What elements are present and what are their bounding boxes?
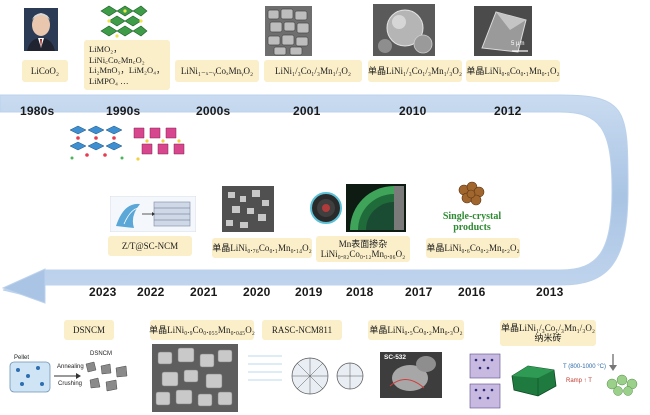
sc532-sem-image bbox=[380, 352, 442, 398]
dsncm-image-label: DSNCM bbox=[90, 351, 112, 357]
mn-doped-cross-section-image bbox=[308, 186, 344, 230]
materials-1990s-box: LiMO₂， LiNi꜀Co꜀Mn꜀O₂ Li₂MnO₃，LiM₂O₄， LiM… bbox=[84, 40, 170, 90]
sc-ncm76-sem-image bbox=[222, 186, 274, 232]
annealing-label: Annealing bbox=[57, 364, 84, 370]
zt-sc-ncm-label: Z/T@SC-NCM bbox=[121, 240, 179, 251]
nanobrick-line: 纳米砖 bbox=[534, 333, 562, 343]
down-arrow-icon bbox=[603, 352, 623, 372]
year-1990s: 1990s bbox=[106, 104, 141, 118]
coating-diagram-image bbox=[110, 196, 196, 232]
year-2001: 2001 bbox=[293, 104, 321, 118]
sc-ncm622-label: 单晶LiNi₀.₆Co₀.₂Mn₀.₂O₂ bbox=[426, 242, 520, 253]
sc-ncm811-sem-image bbox=[474, 6, 532, 56]
rasc-label: RASC-NCM811 bbox=[271, 324, 333, 335]
sc532-label: SC-532 bbox=[384, 354, 407, 361]
year-2019: 2019 bbox=[295, 285, 323, 299]
sc-ncm76-box: 单晶LiNi₀.₇₆Co₀.₁Mn₀.₁₄O₂ bbox=[212, 238, 312, 258]
mn-doped-map-image bbox=[346, 184, 406, 232]
nanoparticles-image bbox=[604, 372, 640, 398]
single-crystal-line: Single-crystal bbox=[442, 211, 502, 222]
ncm111-label: LiNi₁/₃Co₁/₃Mn₁/₃O₂ bbox=[275, 65, 351, 76]
year-2022: 2022 bbox=[137, 285, 165, 299]
rasc-box: RASC-NCM811 bbox=[262, 320, 342, 340]
year-2000s: 2000s bbox=[196, 104, 231, 118]
year-1980s: 1980s bbox=[20, 104, 55, 118]
sc-ncm111-sem-image bbox=[373, 4, 435, 56]
nanobrick-line: 单晶LiNi₁/₃Co₁/₃Mn₁/₃O₂ bbox=[501, 323, 595, 333]
sc-ncm90-box: 单晶LiNi₀.₉Co₀.₀₅₅Mn₀.₀₄₅O₂ bbox=[149, 320, 255, 340]
sc-ncm111-label: 单晶LiNi₁/₃Co₁/₃Mn₁/₃O₂ bbox=[368, 65, 462, 76]
crushing-label: Crushing bbox=[58, 381, 83, 387]
lco-box: LiCoO₂ bbox=[22, 60, 68, 82]
single-crystal-label: Single-crystal products bbox=[430, 211, 514, 233]
sc-ncm90-sem-image bbox=[152, 344, 238, 412]
materials-1990s-line: Li₂MnO₃，LiM₂O₄， bbox=[89, 65, 165, 75]
layered-structure-image-b bbox=[130, 124, 186, 164]
year-2017: 2017 bbox=[405, 285, 433, 299]
materials-1990s-line: LiMPO₄ … bbox=[89, 75, 129, 86]
single-crystal-particle-image bbox=[454, 180, 488, 210]
sc-ncm622-box: 单晶LiNi₀.₆Co₀.₂Mn₀.₂O₂ bbox=[426, 238, 520, 258]
ncm111-box: LiNi₁/₃Co₁/₃Mn₁/₃O₂ bbox=[264, 60, 362, 82]
scale-bar-label: 5 μm bbox=[511, 41, 525, 47]
dsncm-process-image bbox=[6, 346, 134, 410]
nanobrick-crystal-image bbox=[508, 358, 560, 398]
year-2010: 2010 bbox=[399, 104, 427, 118]
year-2021: 2021 bbox=[190, 285, 218, 299]
ncm-general-label: LiNi₁₋ₓ₋ᵧCoₓMnᵧO₂ bbox=[180, 65, 254, 76]
single-crystal-line: products bbox=[453, 222, 491, 233]
mn-doped-line: LiNi₀.₈₂Co₀.₁₂Mn₀.₀₆O₂ bbox=[320, 249, 406, 259]
zt-sc-ncm-box: Z/T@SC-NCM bbox=[108, 236, 192, 256]
pellet-label: Pellet bbox=[14, 355, 30, 361]
year-2018: 2018 bbox=[346, 285, 374, 299]
year-2012: 2012 bbox=[494, 104, 522, 118]
materials-1990s-line: LiNi꜀Co꜀Mn꜀O₂ bbox=[89, 54, 145, 65]
nanobrick-box: 单晶LiNi₁/₃Co₁/₃Mn₁/₃O₂ 纳米砖 bbox=[500, 320, 596, 346]
temperature-label: T (800-1000 °C) bbox=[563, 364, 606, 370]
sc-ncm76-label: 单晶LiNi₀.₇₆Co₀.₁Mn₀.₁₄O₂ bbox=[212, 242, 312, 253]
dsncm-label: DSNCM bbox=[72, 324, 105, 335]
mn-doped-box: Mn表面掺杂 LiNi₀.₈₂Co₀.₁₂Mn₀.₀₆O₂ bbox=[316, 236, 410, 262]
year-2020: 2020 bbox=[243, 285, 271, 299]
ramp-label: Ramp ↑ T bbox=[566, 378, 592, 384]
layered-structure-image-a bbox=[66, 124, 128, 164]
dsncm-box: DSNCM bbox=[64, 320, 114, 340]
sc-ncm811-label: 单晶LiNi₀.₈Co₀.₁Mn₀.₁O₂ bbox=[466, 65, 560, 76]
sc-ncm811-box: 单晶LiNi₀.₈Co₀.₁Mn₀.₁O₂ bbox=[466, 60, 560, 82]
sc-ncm111-box: 单晶LiNi₁/₃Co₁/₃Mn₁/₃O₂ bbox=[368, 60, 462, 82]
sc-ncm523-box: 单晶LiNi₀.₅Co₀.₂Mn₀.₃O₂ bbox=[368, 320, 464, 340]
year-2013: 2013 bbox=[536, 285, 564, 299]
rasc-particle-diagram-image bbox=[242, 346, 366, 410]
timeline-arrowhead bbox=[1, 268, 46, 304]
facet-planes-image bbox=[468, 350, 502, 412]
year-2016: 2016 bbox=[458, 285, 486, 299]
lco-label: LiCoO₂ bbox=[30, 65, 60, 76]
mn-doped-line: Mn表面掺杂 bbox=[338, 239, 388, 249]
sc-ncm523-label: 单晶LiNi₀.₅Co₀.₂Mn₀.₃O₂ bbox=[369, 324, 463, 335]
ncm-general-box: LiNi₁₋ₓ₋ᵧCoₓMnᵧO₂ bbox=[175, 60, 259, 82]
year-2023: 2023 bbox=[89, 285, 117, 299]
sc-ncm90-label: 单晶LiNi₀.₉Co₀.₀₅₅Mn₀.₀₄₅O₂ bbox=[149, 324, 255, 335]
ncm111-sem-image bbox=[265, 6, 312, 56]
crystal-structure-image bbox=[97, 3, 149, 41]
portrait-image bbox=[24, 8, 58, 51]
materials-1990s-line: LiMO₂， bbox=[89, 44, 122, 54]
